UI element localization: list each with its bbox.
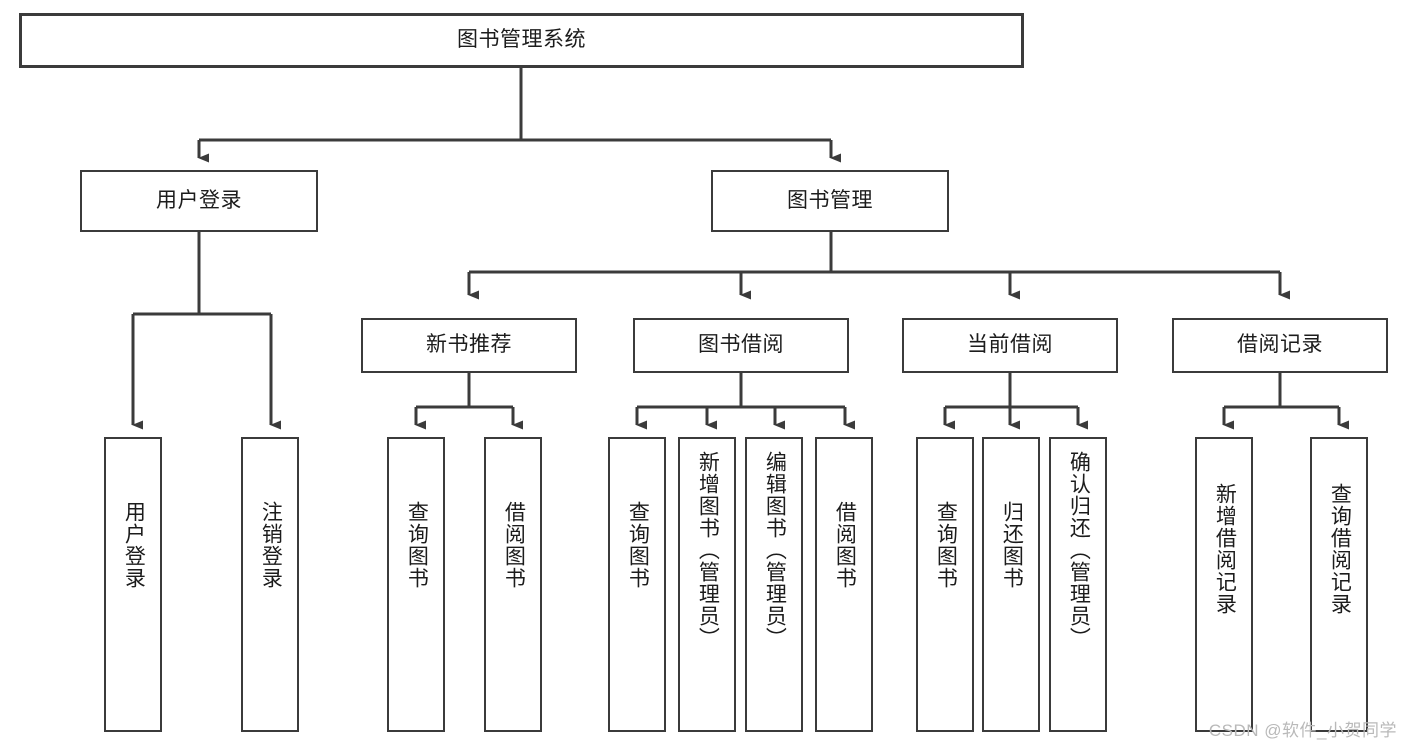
node-current-borrow[interactable]: 当前借阅 [902, 318, 1118, 373]
node-label: 借阅图书 [833, 501, 857, 589]
node-label: 用户登录 [156, 188, 242, 212]
node-label: 用户登录 [122, 501, 146, 589]
node-label: 查询借阅记录 [1328, 483, 1352, 615]
node-label: 图书管理系统 [457, 28, 586, 52]
leaf-user-login-login[interactable]: 用户登录 [104, 437, 162, 732]
node-label: 借阅记录 [1237, 333, 1323, 357]
node-label: 图书管理 [787, 188, 873, 212]
leaf-new-book-borrow-book[interactable]: 借阅图书 [484, 437, 542, 732]
node-label: 确认归还（管理员） [1067, 451, 1091, 649]
watermark-text: CSDN @软件_小贺同学 [1208, 721, 1397, 740]
leaf-current-borrow-confirm-return-admin[interactable]: 确认归还（管理员） [1049, 437, 1107, 732]
node-label: 注销登录 [259, 501, 283, 589]
leaf-book-borrow-query-book[interactable]: 查询图书 [608, 437, 666, 732]
node-label: 查询图书 [934, 501, 958, 589]
leaf-borrow-record-add-record[interactable]: 新增借阅记录 [1195, 437, 1253, 732]
node-borrow-record[interactable]: 借阅记录 [1172, 318, 1388, 373]
node-label: 借阅图书 [502, 501, 526, 589]
leaf-current-borrow-return-book[interactable]: 归还图书 [982, 437, 1040, 732]
node-user-login[interactable]: 用户登录 [80, 170, 318, 232]
node-label: 查询图书 [405, 501, 429, 589]
leaf-borrow-record-query-record[interactable]: 查询借阅记录 [1310, 437, 1368, 732]
node-label: 归还图书 [1000, 501, 1024, 589]
leaf-user-login-logout[interactable]: 注销登录 [241, 437, 299, 732]
node-label: 编辑图书（管理员） [763, 451, 787, 649]
leaf-book-borrow-edit-book-admin[interactable]: 编辑图书（管理员） [745, 437, 803, 732]
node-label: 新书推荐 [426, 333, 512, 357]
node-root-book-management-system[interactable]: 图书管理系统 [19, 13, 1024, 68]
leaf-new-book-query-book[interactable]: 查询图书 [387, 437, 445, 732]
leaf-book-borrow-add-book-admin[interactable]: 新增图书（管理员） [678, 437, 736, 732]
leaf-book-borrow-borrow-book[interactable]: 借阅图书 [815, 437, 873, 732]
node-new-book-recommend[interactable]: 新书推荐 [361, 318, 577, 373]
leaf-current-borrow-query-book[interactable]: 查询图书 [916, 437, 974, 732]
node-book-management[interactable]: 图书管理 [711, 170, 949, 232]
node-label: 查询图书 [626, 501, 650, 589]
node-label: 新增借阅记录 [1213, 483, 1237, 615]
node-book-borrow[interactable]: 图书借阅 [633, 318, 849, 373]
node-label: 图书借阅 [698, 333, 784, 357]
node-label: 新增图书（管理员） [696, 451, 720, 649]
node-label: 当前借阅 [967, 333, 1053, 357]
